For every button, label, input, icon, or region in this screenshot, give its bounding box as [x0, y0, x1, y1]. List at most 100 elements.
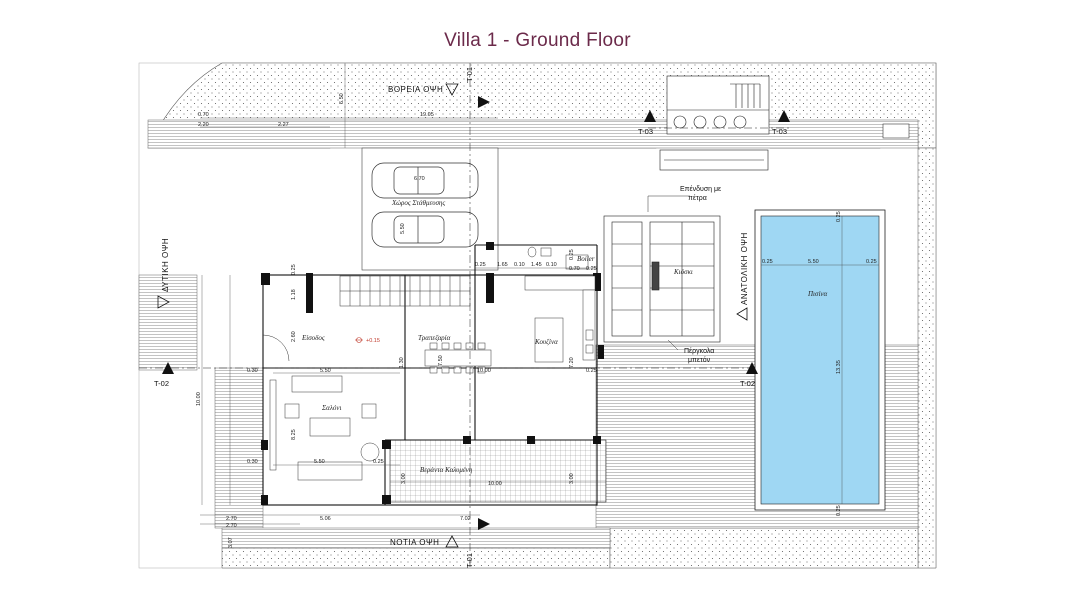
north-elevation-marker: [445, 83, 459, 96]
wall-columns: [261, 242, 604, 505]
dim-parking-h: 5.50: [400, 223, 406, 234]
south-elevation-marker: [445, 535, 459, 548]
section-label-t03-left: T-03: [638, 127, 653, 136]
dim-north-a: 0.70: [198, 112, 209, 118]
dimension-lines: [200, 63, 879, 525]
section-label-t01-top: T-01: [465, 67, 474, 82]
pool-water: [760, 215, 880, 505]
note-pergola-2: μπετόν: [688, 356, 711, 364]
dim-west-g: 1.18: [291, 289, 297, 300]
dim-top-g: 0.25: [586, 266, 597, 272]
wc-fixtures: [527, 246, 589, 270]
dim-west-f: 0.25: [291, 264, 297, 275]
level-mark: [355, 337, 363, 343]
note-stone-cladding-1: Επένδυση με: [680, 185, 721, 193]
dim-south-a: 2.70: [226, 516, 237, 522]
section-arrow-top: [478, 96, 490, 108]
note-pergola-1: Πέργκολα: [684, 347, 714, 355]
dim-pool-a: 0.25: [762, 259, 773, 265]
room-veranda: Βεράντα Καλυμένη: [420, 466, 473, 474]
dim-parking-w: 6.70: [414, 176, 425, 182]
elevation-label-south: ΝΟΤΙΑ ΟΨΗ: [390, 538, 439, 547]
room-boiler: Boiler: [577, 255, 595, 263]
section-label-t03-right: T-03: [772, 127, 787, 136]
interior-stairs: [339, 275, 471, 307]
paving-west-strip: [138, 274, 198, 371]
utility-box: [882, 123, 910, 139]
dim-north-b: 2.20: [198, 122, 209, 128]
section-arrow-bottom: [478, 518, 490, 530]
veranda-tiles: [389, 439, 607, 503]
section-arrow-t03-right: [778, 110, 790, 122]
dim-ver-h2: 3.00: [569, 473, 575, 484]
dim-north-total: 19.05: [420, 112, 434, 118]
elevation-label-north: ΒΟΡΕΙΑ ΟΨΗ: [388, 85, 443, 94]
section-arrow-t03-left: [644, 110, 656, 122]
dim-mid-d: 0.25: [586, 368, 597, 374]
dim-pool-b: 0.25: [866, 259, 877, 265]
dim-north-c: 2.27: [278, 122, 289, 128]
section-label-t01-bottom: T-01: [465, 553, 474, 568]
paving-west: [214, 367, 264, 529]
elevation-markers: [157, 83, 748, 548]
paving-south: [221, 527, 611, 549]
leader-lines: [647, 195, 690, 351]
east-elevation-marker: [736, 307, 748, 321]
dim-west-a: 0.30: [247, 368, 258, 374]
dim-top-d: 1.45: [531, 262, 542, 268]
dim-pool-bot: 0.25: [836, 505, 842, 516]
room-entrance: Είσοδος: [301, 334, 325, 342]
dim-mid-c: 7.20: [569, 357, 575, 368]
room-kitchen: Κουζίνα: [534, 338, 558, 346]
dim-veranda: 10.00: [488, 481, 502, 487]
dim-top-f: 0.70: [569, 266, 580, 272]
dim-mid-a: 7.50: [438, 355, 444, 366]
paving-north: [147, 119, 919, 149]
dim-ver-h: 3.00: [401, 473, 407, 484]
dimension-labels: 19.05 0.70 2.20 2.27 5.50 6.70 5.50 0.25…: [196, 93, 877, 548]
west-elevation-marker: [157, 295, 170, 309]
dim-top-e: 0.10: [546, 262, 557, 268]
note-floor-level: +0.15: [366, 338, 380, 344]
dim-south-c: 5.06: [320, 516, 331, 522]
dim-south-d: 3.07: [228, 537, 234, 548]
terrain-south-east: [609, 527, 919, 569]
section-arrow-west: [162, 362, 174, 374]
dim-top-c: 0.10: [514, 262, 525, 268]
entrance-door: [262, 334, 290, 362]
dim-west-d: 8.25: [291, 429, 297, 440]
dim-ver-a: 0.25: [373, 459, 384, 465]
dim-center: 10.00: [477, 368, 491, 374]
dim-boiler-h: 0.25: [569, 249, 575, 260]
room-dining: Τραπεζαρία: [418, 334, 451, 342]
elevation-label-east: ΑΝΑΤΟΛΙΚΗ ΟΨΗ: [740, 232, 749, 305]
section-label-t02-west: T-02: [154, 379, 169, 388]
dim-mid-b: 1.30: [399, 357, 405, 368]
dim-west-c: 0.30: [247, 459, 258, 465]
dim-north-height: 5.50: [339, 93, 345, 104]
terrain-south: [221, 547, 611, 569]
note-stone-cladding-2: πέτρα: [688, 194, 707, 202]
section-lines: [139, 63, 790, 568]
dim-pool-h: 13.35: [836, 360, 842, 374]
car-bottom: [371, 211, 479, 248]
dim-living-w2: 5.50: [314, 459, 325, 465]
page-title: Villa 1 - Ground Floor: [444, 30, 631, 51]
north-stair: [659, 75, 770, 171]
dim-south-total: 7.02: [460, 516, 471, 522]
section-label-t02-east: T-02: [740, 379, 755, 388]
section-arrow-east: [746, 362, 758, 374]
dining-table: [424, 342, 492, 374]
living-furniture: [269, 375, 380, 481]
dim-top-a: 0.25: [475, 262, 486, 268]
dim-west-b: 10.00: [196, 392, 202, 406]
car-top: [371, 162, 479, 199]
room-kiosk: Κιόσκι: [673, 268, 693, 276]
dim-pool-w: 5.50: [808, 259, 819, 265]
terrain-east: [917, 147, 937, 569]
dim-south-b: 2.70: [226, 523, 237, 529]
kitchen-fittings: [524, 275, 596, 363]
dim-pool-top: 0.25: [836, 211, 842, 222]
room-pool: Πισίνα: [807, 290, 828, 298]
